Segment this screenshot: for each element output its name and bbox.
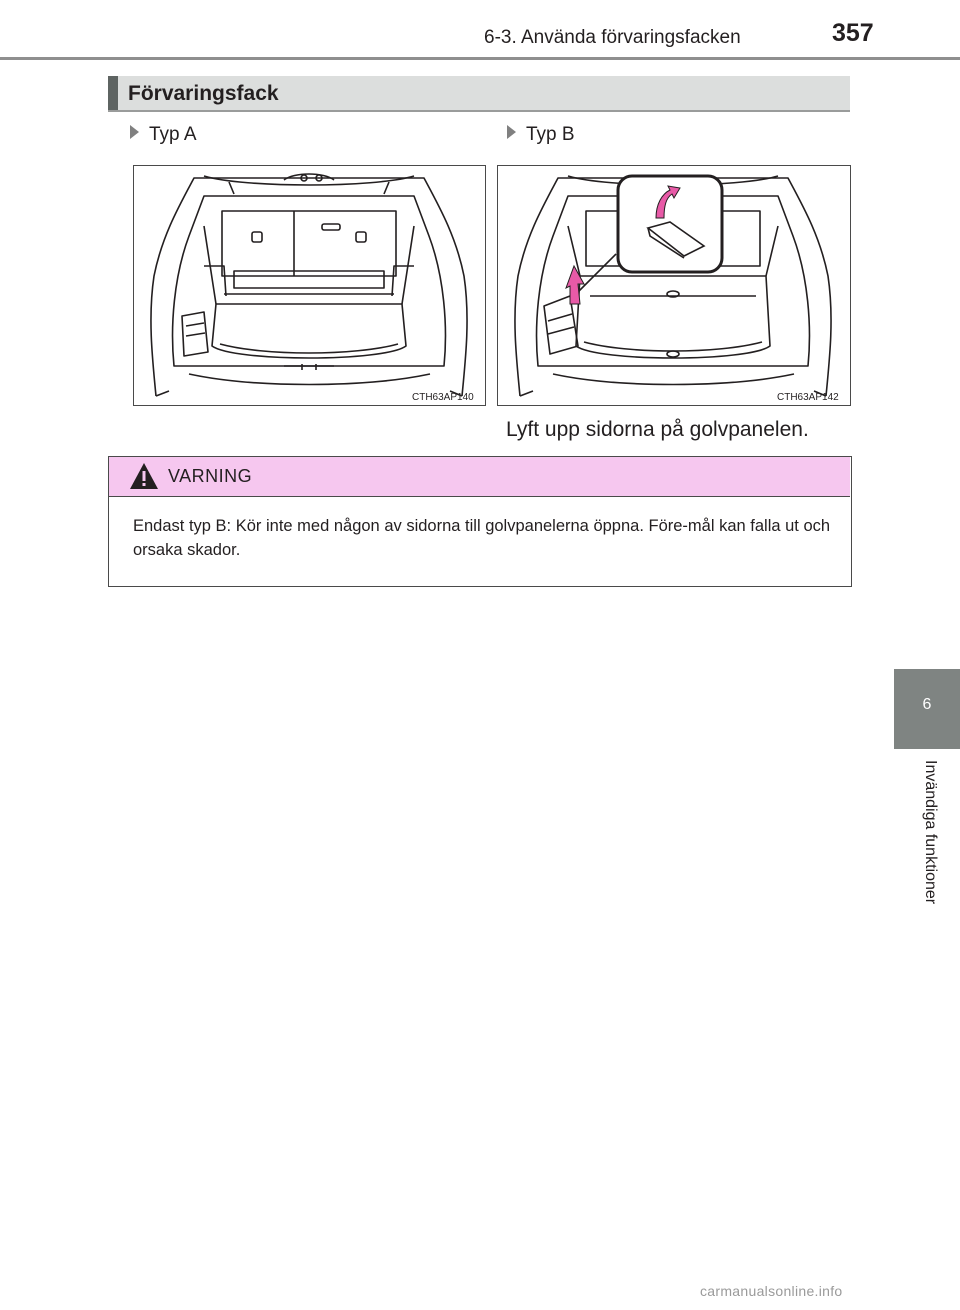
figure-code: CTH63AP140 [412,392,474,403]
bullet-type-a: Typ A [130,124,197,146]
figure-type-a [133,165,486,406]
bullet-type-b: Typ B [507,124,575,146]
figure-code: CTH63AP142 [777,392,839,403]
figure-type-b [497,165,851,406]
section-heading [108,76,850,112]
warning-triangle-icon [130,463,158,489]
warning-text: Endast typ B: Kör inte med någon av sido… [133,517,831,559]
bullet-label: Typ B [526,124,575,145]
warning-header [109,457,850,497]
chapter-number: 6 [922,696,932,713]
warning-title: VARNING [168,466,253,486]
bullet-label: Typ A [149,124,197,145]
warning-box [108,456,852,587]
triangle-bullet-icon [130,125,139,139]
header-rule [0,57,960,60]
chapter-title: Invändiga funktioner [922,760,939,905]
triangle-bullet-icon [507,125,516,139]
watermark: carmanualsonline.info [700,1283,843,1299]
section-heading-bar [108,76,118,110]
chapter-tab [894,669,960,749]
header-title: 6-3. Använda förvaringsfacken [484,27,741,48]
trunk-illustration-type-b [514,174,832,397]
section-title: Förvaringsfack [128,82,279,105]
page-number: 357 [832,19,874,47]
figure-caption: Lyft upp sidorna på golvpanelen. [506,418,809,441]
trunk-illustration-type-a [150,173,468,397]
